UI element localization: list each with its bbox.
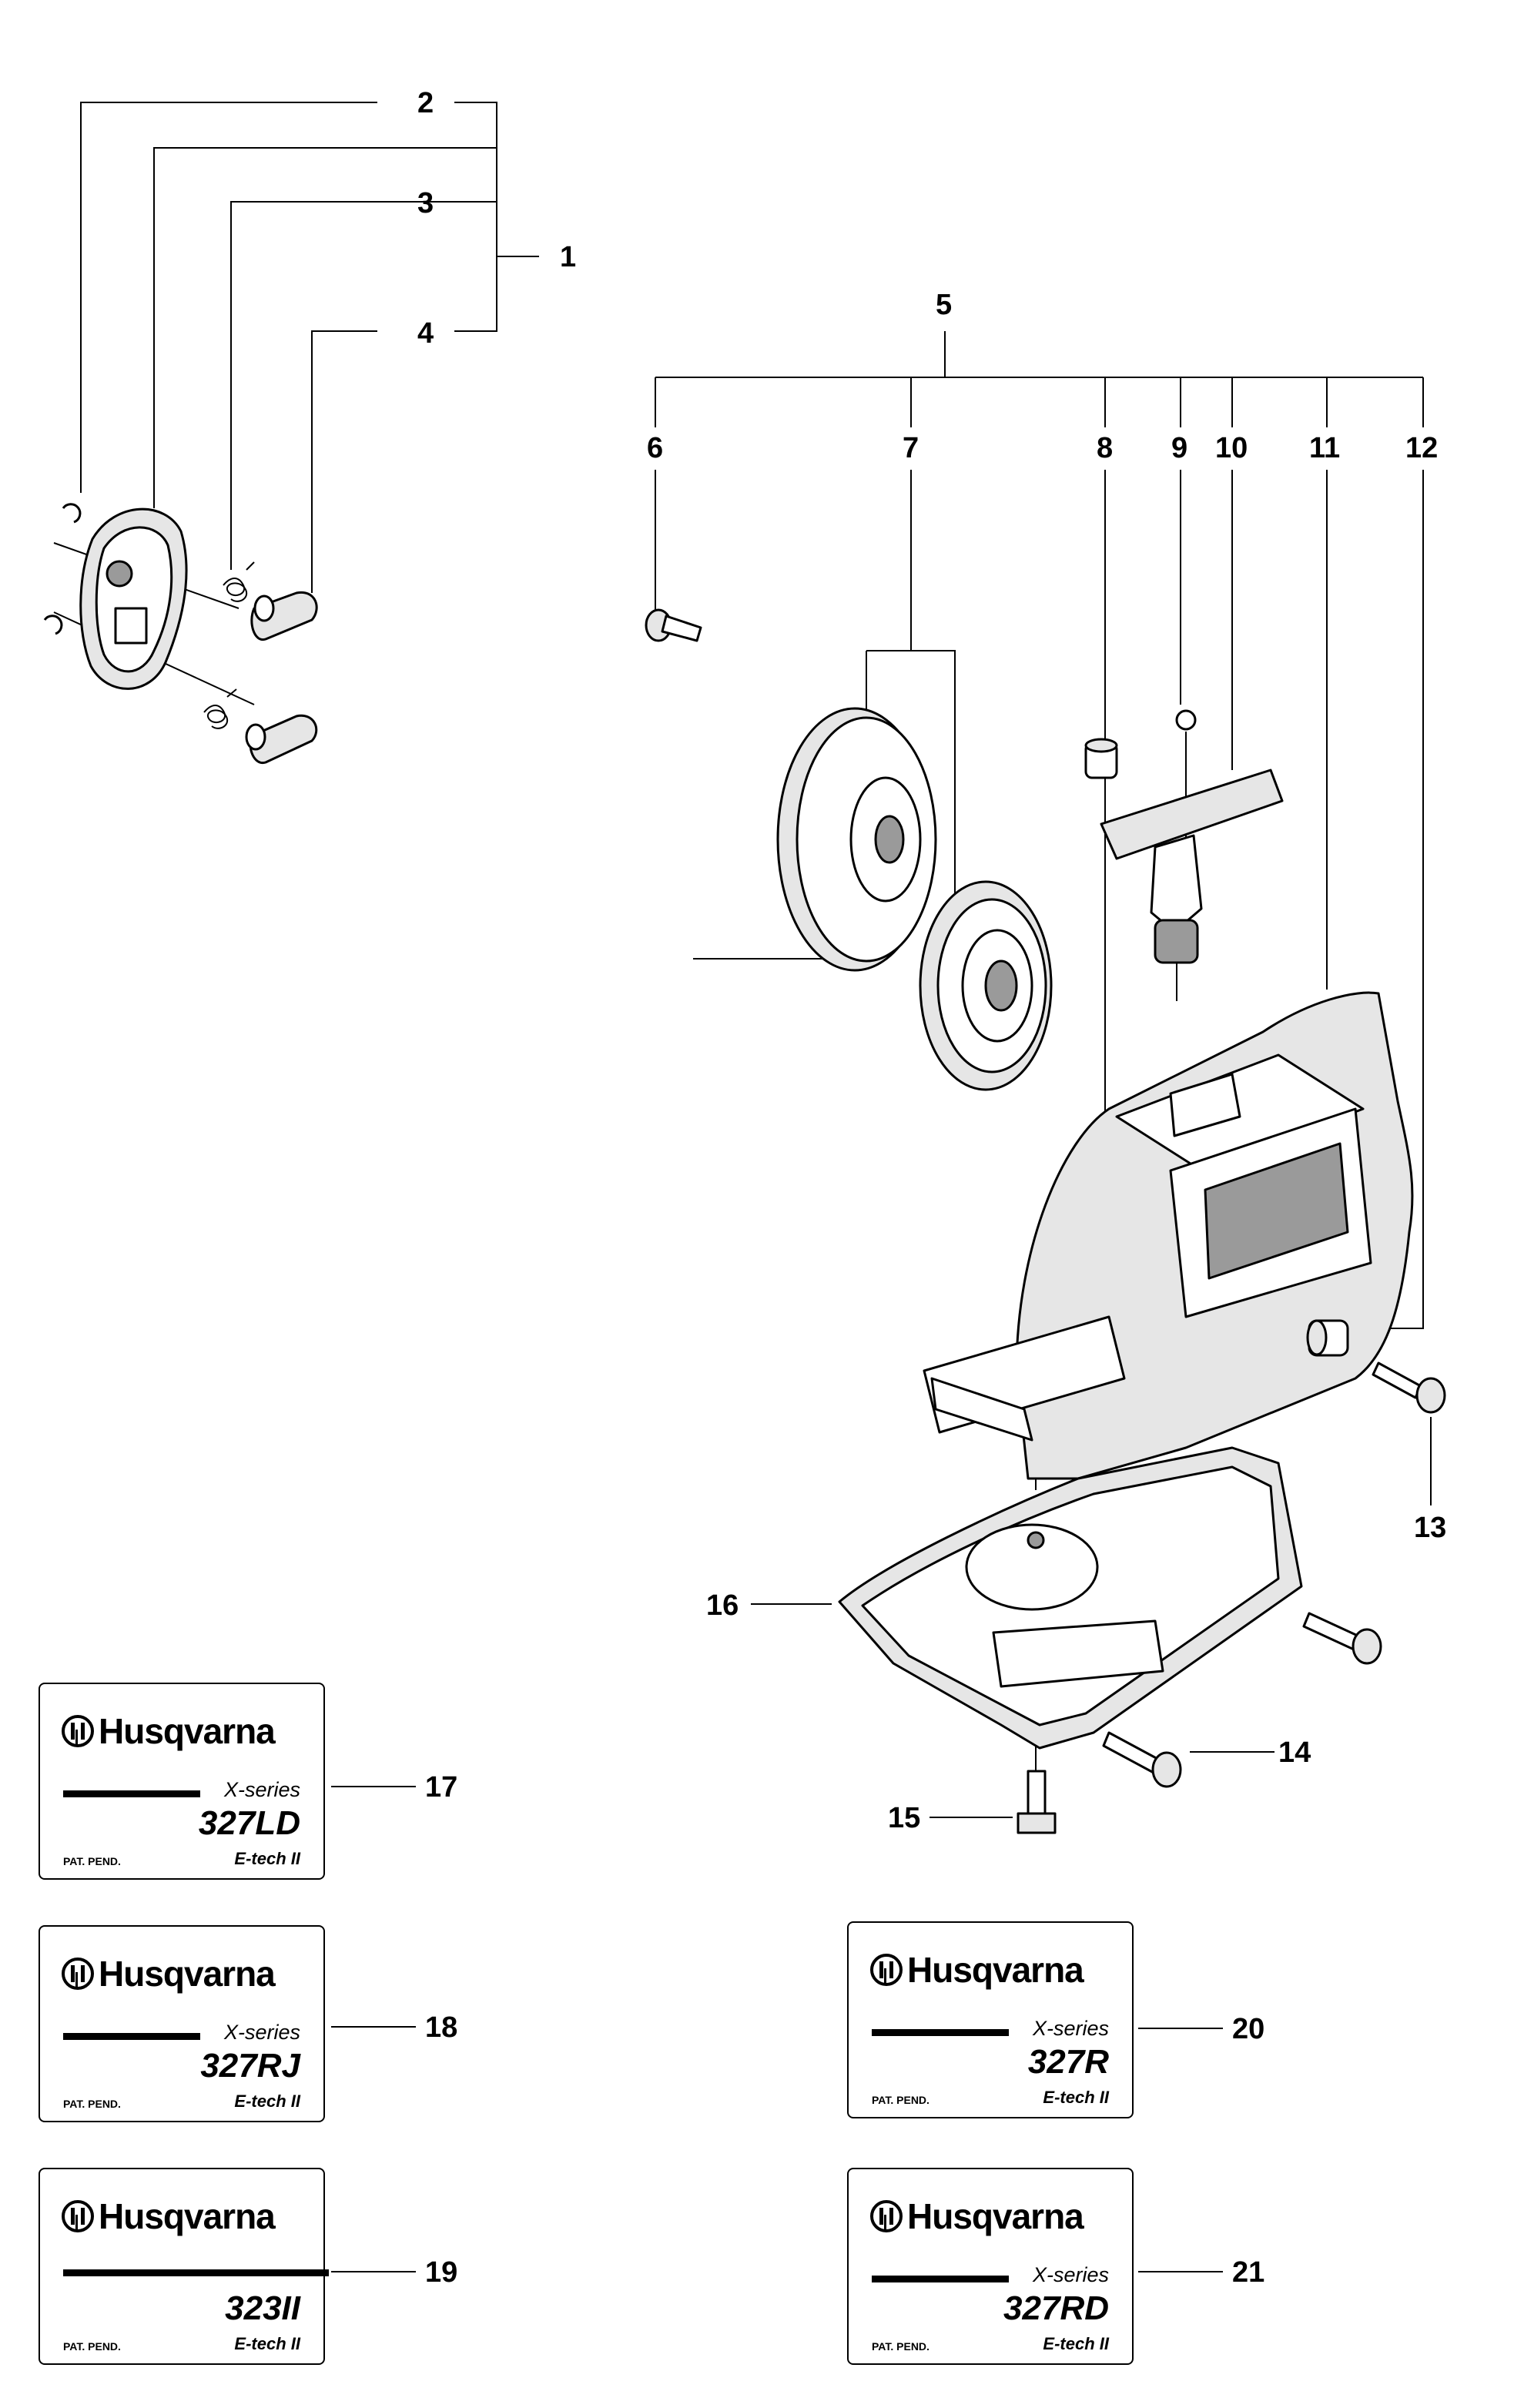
callout-15: 15: [888, 1802, 920, 1834]
callout-1: 1: [560, 241, 576, 273]
decal-stripe: [63, 1790, 200, 1797]
pawl-spring-lower: [203, 688, 237, 729]
callout-3: 3: [417, 187, 434, 219]
callout-7: 7: [903, 432, 919, 464]
brand-name: Husqvarna: [907, 1950, 1084, 1990]
brand-name: Husqvarna: [907, 2196, 1084, 2236]
etech-label: E-tech II: [1043, 2334, 1109, 2353]
husqvarna-crown-icon: [62, 1715, 94, 1747]
callout-10: 10: [1215, 432, 1248, 464]
starter-pulley: [776, 707, 937, 972]
decal-stripe: [872, 2276, 1009, 2282]
decal-327rj: Husqvarna X-series 327RJ PAT. PEND. E-te…: [39, 1925, 325, 2122]
patent-label: PAT. PEND.: [63, 2340, 121, 2353]
husqvarna-crown-icon: [870, 1954, 903, 1986]
series-label: X-series: [1032, 2263, 1109, 2286]
starter-handle: [1100, 769, 1284, 964]
husqvarna-logo: Husqvarna: [870, 2195, 1084, 2237]
callout-16: 16: [706, 1589, 739, 1622]
model-label: 327RD: [1003, 2289, 1109, 2327]
leader-lines-group-1: [80, 102, 539, 593]
recoil-spring: [919, 880, 1053, 1091]
decal-323ii: Husqvarna 323II PAT. PEND. E-tech II: [39, 2168, 329, 2365]
callout-11: 11: [1309, 432, 1340, 464]
decal-327r: Husqvarna X-series 327R PAT. PEND. E-tec…: [847, 1921, 1134, 2118]
decal-stripe: [63, 2033, 200, 2040]
pulley-screw: [645, 608, 702, 642]
patent-label: PAT. PEND.: [872, 2340, 930, 2353]
decal-327ld: Husqvarna X-series 327LD PAT. PEND. E-te…: [39, 1683, 325, 1880]
starter-pawl-upper: [250, 591, 318, 641]
series-label: X-series: [1032, 2017, 1109, 2040]
pawl-spring-upper: [223, 561, 255, 602]
husqvarna-crown-icon: [62, 2200, 94, 2232]
callout-21: 21: [1232, 2256, 1264, 2289]
model-label: 327LD: [198, 1804, 300, 1842]
plate-screw-lower: [1102, 1731, 1182, 1788]
model-label: 327R: [1027, 2043, 1109, 2081]
starter-pawl-lower: [245, 714, 318, 765]
bottom-plate: [838, 1446, 1303, 1750]
starter-pawl-housing: [43, 503, 188, 690]
callout-numbers: 1 2 3 4 5 6 7 8 9 10 11 12 13 14 15 16 1…: [417, 87, 1446, 2289]
patent-label: PAT. PEND.: [63, 2098, 121, 2110]
husqvarna-logo: Husqvarna: [62, 1953, 276, 1994]
plate-screw-upper: [1302, 1612, 1382, 1665]
husqvarna-logo: Husqvarna: [62, 1710, 276, 1752]
callout-18: 18: [425, 2011, 457, 2044]
etech-label: E-tech II: [234, 2092, 300, 2111]
callout-6: 6: [647, 432, 663, 464]
husqvarna-logo: Husqvarna: [62, 2195, 276, 2237]
etech-label: E-tech II: [1043, 2088, 1109, 2107]
housing-screw: [1372, 1361, 1446, 1414]
series-label: X-series: [223, 1778, 300, 1801]
callout-12: 12: [1405, 432, 1438, 464]
husqvarna-crown-icon: [870, 2200, 903, 2232]
decal-327rd: Husqvarna X-series 327RD PAT. PEND. E-te…: [847, 2168, 1134, 2365]
callout-8: 8: [1097, 432, 1113, 464]
brand-name: Husqvarna: [99, 1954, 276, 1994]
brand-name: Husqvarna: [99, 2196, 276, 2236]
decal-stripe: [63, 2269, 329, 2276]
callout-13: 13: [1414, 1512, 1446, 1544]
patent-label: PAT. PEND.: [872, 2094, 930, 2106]
model-label: 323II: [225, 2289, 300, 2327]
etech-label: E-tech II: [234, 1849, 300, 1868]
leader-lines-group-5: [53, 331, 1432, 2272]
patent-label: PAT. PEND.: [63, 1855, 121, 1867]
callout-2: 2: [417, 87, 434, 119]
model-label: 327RJ: [200, 2047, 300, 2085]
husqvarna-logo: Husqvarna: [870, 1949, 1084, 1991]
callout-9: 9: [1171, 432, 1187, 464]
decal-stripe: [872, 2029, 1009, 2036]
bottom-screw: [1017, 1770, 1057, 1834]
callout-19: 19: [425, 2256, 457, 2289]
husqvarna-crown-icon: [62, 1958, 94, 1990]
callout-17: 17: [425, 1771, 457, 1803]
bushing-small: [1084, 738, 1118, 779]
bushing-large: [1306, 1319, 1349, 1357]
etech-label: E-tech II: [234, 2334, 300, 2353]
series-label: X-series: [223, 2021, 300, 2044]
callout-14: 14: [1278, 1737, 1311, 1769]
starter-housing: [923, 991, 1414, 1480]
callout-5: 5: [936, 289, 952, 321]
callout-20: 20: [1232, 2013, 1264, 2045]
brand-name: Husqvarna: [99, 1711, 276, 1751]
callout-4: 4: [417, 317, 434, 350]
